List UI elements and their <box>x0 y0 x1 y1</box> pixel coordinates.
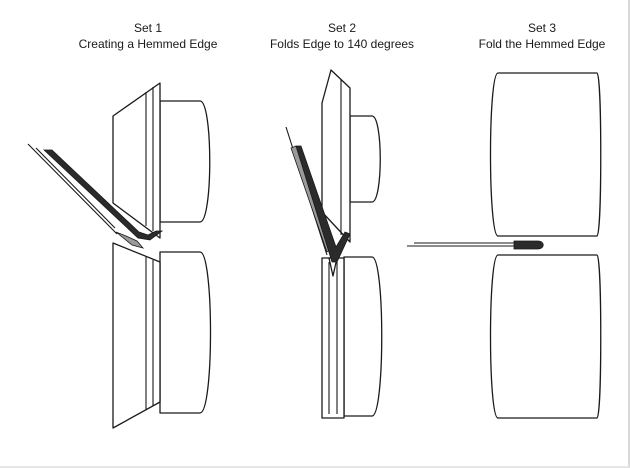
set-2-step: Set 2 <box>327 21 357 35</box>
set-3-sheet-metal <box>407 240 544 250</box>
set-2-heading: Set 2 Folds Edge to 140 degrees <box>242 20 442 52</box>
set-3-bottom-roller <box>489 254 602 419</box>
set-1-heading: Set 1 Creating a Hemmed Edge <box>48 20 248 52</box>
set-2-bottom-roller <box>321 256 383 419</box>
set-2-caption: Folds Edge to 140 degrees <box>269 37 415 51</box>
set-2-top-roller <box>321 69 381 243</box>
set-1-bottom-roller <box>112 242 212 429</box>
set-1-sheet-metal <box>27 143 164 249</box>
set-1-top-roller <box>112 82 211 239</box>
set-2-illustration <box>285 69 383 419</box>
set-3-illustration <box>407 72 602 419</box>
set-3-heading: Set 3 Fold the Hemmed Edge <box>442 20 630 52</box>
set-1-step: Set 1 <box>133 21 163 35</box>
set-1-illustration <box>27 82 212 429</box>
set-3-step: Set 3 <box>527 21 557 35</box>
set-3-caption: Fold the Hemmed Edge <box>478 37 606 51</box>
set-3-top-roller <box>489 72 602 237</box>
set-2-sheet-metal <box>285 126 351 263</box>
set-1-caption: Creating a Hemmed Edge <box>78 37 218 51</box>
